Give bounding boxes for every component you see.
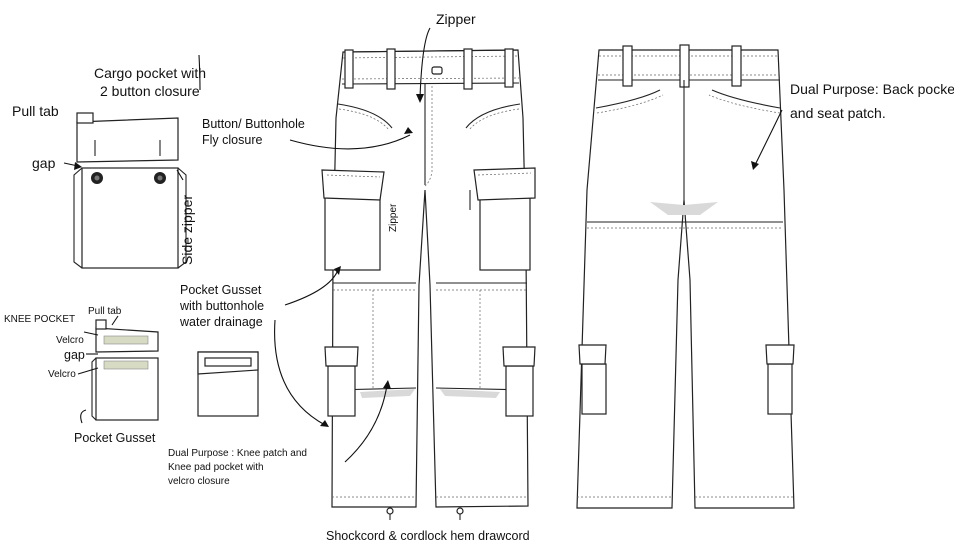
label-gusset-3: water drainage xyxy=(179,315,263,329)
cargo-pocket-detail xyxy=(73,112,187,269)
label-dual-knee-1: Dual Purpose : Knee patch and xyxy=(168,448,307,459)
labels: Zipper Cargo pocket with 2 button closur… xyxy=(4,11,954,543)
callout-arrows xyxy=(63,27,783,463)
label-button-fly-1: Button/ Buttonhole xyxy=(202,117,305,131)
label-gusset-1: Pocket Gusset xyxy=(180,283,262,297)
label-cargo-pocket-1: Cargo pocket with xyxy=(94,65,206,81)
label-dual-knee-2: Knee pad pocket with xyxy=(168,462,264,473)
back-pants xyxy=(576,44,795,509)
label-dual-back-1: Dual Purpose: Back pocket xyxy=(790,81,954,97)
label-velcro-2: Velcro xyxy=(48,369,76,380)
label-zipper-top: Zipper xyxy=(436,11,476,27)
label-dual-back-2: and seat patch. xyxy=(790,105,886,121)
label-cargo-pocket-2: 2 button closure xyxy=(100,83,200,99)
label-dual-knee-3: velcro closure xyxy=(168,476,230,487)
front-pants xyxy=(321,48,536,520)
label-pocket-gusset: Pocket Gusset xyxy=(74,431,156,445)
label-gap: gap xyxy=(32,155,56,171)
label-zipper-side: Zipper xyxy=(388,203,399,232)
label-gap-small: gap xyxy=(64,348,85,362)
label-velcro-1: Velcro xyxy=(56,335,84,346)
knee-pocket-detail xyxy=(91,319,259,421)
label-pull-tab: Pull tab xyxy=(12,103,59,119)
label-button-fly-2: Fly closure xyxy=(202,133,262,147)
label-hem: Shockcord & cordlock hem drawcord xyxy=(326,529,530,543)
label-gusset-2: with buttonhole xyxy=(179,299,264,313)
label-pull-tab-small: Pull tab xyxy=(88,306,122,317)
label-side-zipper: Side zipper xyxy=(179,195,195,265)
label-knee-pocket: KNEE POCKET xyxy=(4,314,75,325)
